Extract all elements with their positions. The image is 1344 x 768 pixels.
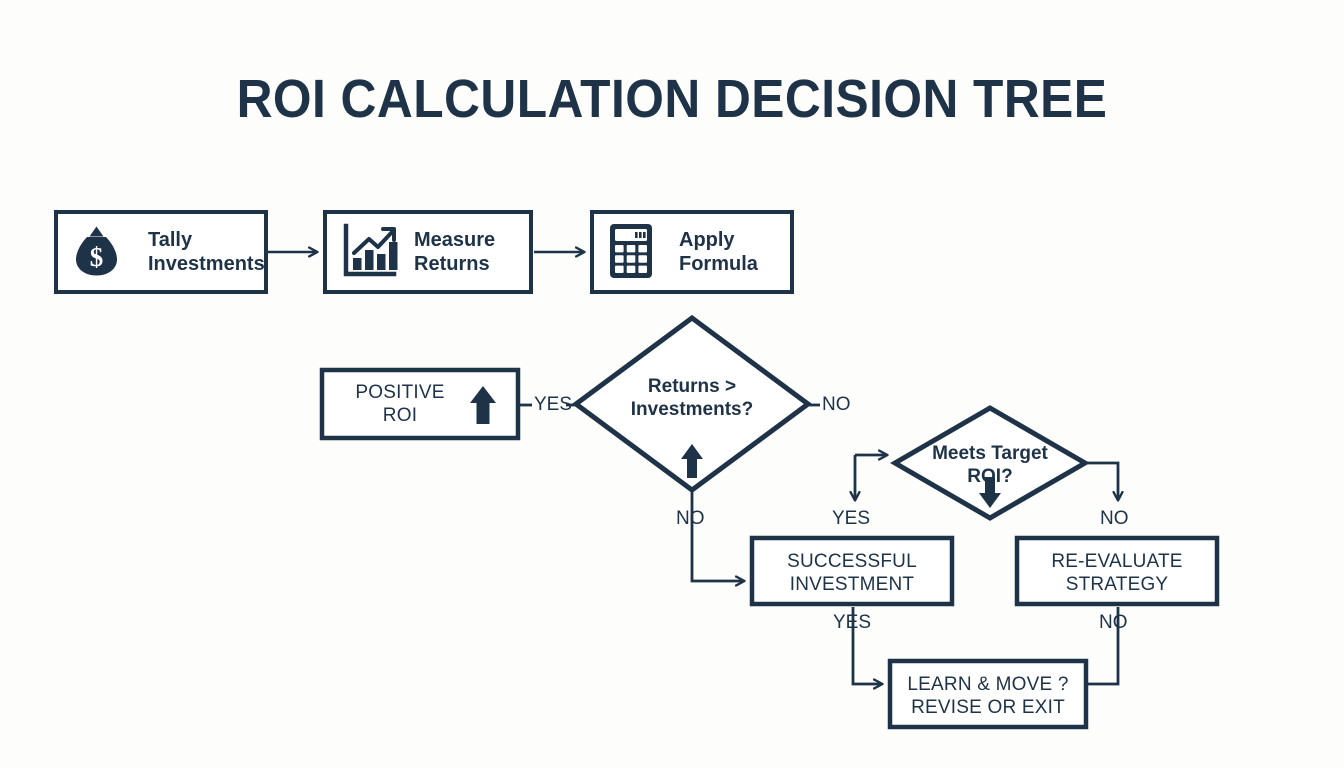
money-bag-icon: $: [76, 226, 117, 276]
page-title: ROI CALCULATION DECISION TREE: [236, 69, 1108, 129]
svg-text:$: $: [90, 242, 104, 272]
connector-diamond1-no-to-successful: [690, 490, 744, 581]
outcome-box-learn-and-move[interactable]: [887, 658, 1089, 730]
edge-label-successful-yes: YES: [833, 612, 872, 633]
up-arrow-icon-positive-roi: [470, 386, 496, 424]
edge-label-diamond1-yes: YES: [534, 394, 573, 415]
edge-label-diamond1-no-right: NO: [822, 394, 851, 415]
edge-label-diamond1-no-down: NO: [676, 508, 705, 529]
bar-chart-growth-icon: [343, 223, 398, 277]
decision-diamond-meets-target-roi[interactable]: [890, 405, 1090, 521]
outcome-box-re-evaluate-strategy[interactable]: [1014, 535, 1220, 607]
connector-reevaluate-no-to-learn: [1088, 607, 1120, 686]
connector-diamond2-no-down: [1085, 461, 1118, 500]
edge-label-diamond2-yes: YES: [832, 508, 871, 529]
outcome-box-successful-investment[interactable]: [749, 535, 955, 607]
edge-label-diamond2-no: NO: [1100, 508, 1129, 529]
connector-successful-yes-to-learn: [851, 607, 882, 684]
calculator-icon: [610, 224, 652, 278]
edge-label-reevaluate-no: NO: [1099, 612, 1128, 633]
process-box-measure-returns[interactable]: [323, 210, 533, 294]
up-arrow-icon-in-diamond1: [681, 444, 703, 478]
down-arrow-icon-in-diamond2: [979, 477, 1001, 508]
